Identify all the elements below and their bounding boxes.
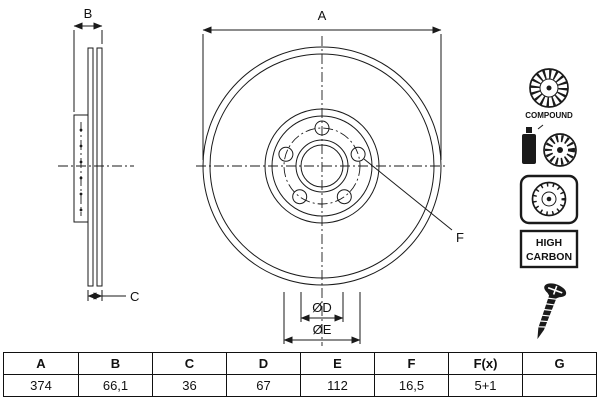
- dim-c-label: C: [130, 289, 139, 304]
- table-header-e: E: [300, 353, 374, 374]
- table-header-g: G: [522, 353, 596, 374]
- dimension-d: ØD: [300, 292, 344, 322]
- brake-disc-icon: [519, 174, 579, 225]
- front-view: [202, 46, 442, 286]
- dim-a-label: A: [318, 8, 327, 23]
- dimension-e: ØE: [283, 292, 361, 344]
- coating-spray-icon: [522, 124, 577, 167]
- compound-label: COMPOUND: [525, 111, 573, 120]
- table-header-a: A: [36, 355, 46, 371]
- spec-table: A B C D E F F(x) G 374 66,1 36 67 112 16…: [3, 352, 597, 397]
- table-value-row: 374 66,1 36 67 112 16,5 5+1: [4, 374, 596, 396]
- dim-f-label: F: [456, 230, 464, 245]
- dimension-a: A: [202, 8, 442, 160]
- table-value-c: 36: [152, 374, 226, 396]
- table-header-d: D: [226, 353, 300, 374]
- table-value-e: 112: [300, 374, 374, 396]
- table-header-fx: F(x): [448, 353, 522, 374]
- table-header-c: C: [152, 353, 226, 374]
- dimension-b: B: [73, 6, 103, 112]
- dim-d-label: ØD: [312, 300, 332, 315]
- table-value-f: 16,5: [374, 374, 448, 396]
- technical-drawing: B C A: [58, 6, 579, 346]
- dimension-f: F: [363, 158, 464, 245]
- side-view: [73, 47, 103, 287]
- dim-b-label: B: [84, 6, 93, 21]
- dimension-c: C: [87, 289, 139, 304]
- dim-e-label: ØE: [313, 322, 332, 337]
- high-carbon-line1: HIGH: [536, 237, 562, 249]
- table-value-b: 66,1: [78, 374, 152, 396]
- table-header-row: A B C D E F F(x) G: [4, 353, 596, 375]
- high-carbon-line2: CARBON: [526, 251, 572, 263]
- screw-icon: [537, 283, 567, 340]
- centerlines: [58, 36, 448, 346]
- table-header-f: F: [374, 353, 448, 374]
- table-value-d: 67: [226, 374, 300, 396]
- table-value-a: 374: [30, 377, 52, 393]
- table-value-fx: 5+1: [448, 374, 522, 396]
- compound-icon: COMPOUND: [525, 68, 573, 120]
- high-carbon-badge: HIGH CARBON: [519, 229, 579, 269]
- table-header-b: B: [78, 353, 152, 374]
- table-value-g: [522, 374, 596, 396]
